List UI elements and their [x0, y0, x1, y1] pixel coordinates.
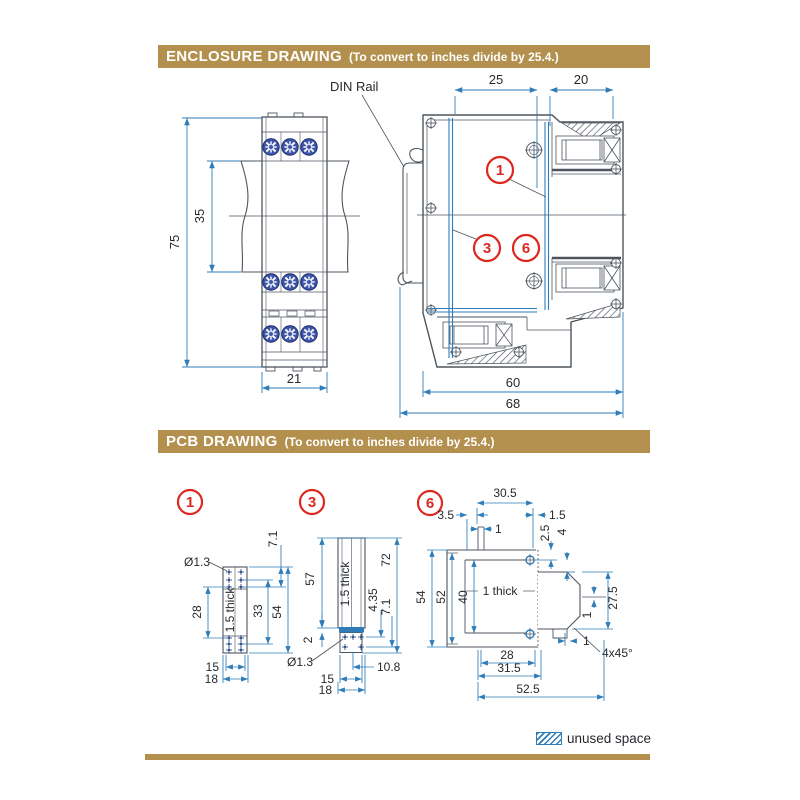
- dim-front-height-75: 75: [167, 117, 262, 368]
- pcb3-d72: 72: [379, 553, 393, 567]
- pcb-edge-lines: [427, 118, 550, 358]
- callout-1-number: 1: [496, 162, 504, 179]
- pcb6-d305: 30.5: [493, 486, 517, 500]
- dim-front-rail-35: 35: [192, 160, 241, 273]
- pcb1-hole-dia: Ø1.3: [184, 555, 210, 569]
- pcb3-d15: 15: [321, 672, 335, 686]
- pcb6-d315: 31.5: [497, 661, 521, 675]
- pcb1-d54: 54: [270, 605, 284, 619]
- enclosure-side-view: DIN Rail 1 3 6 25 20: [330, 72, 626, 418]
- pcb1-d28: 28: [190, 605, 204, 619]
- pcb6-d54: 54: [414, 590, 428, 604]
- pcb6-d1c: 1: [583, 634, 590, 648]
- dim-side-60: 60: [422, 312, 624, 418]
- callout-6: 6: [511, 233, 541, 263]
- terminal-block-mid-right: [524, 256, 623, 320]
- callout-6-number: 6: [522, 240, 530, 257]
- terminal-block-top-right: [524, 122, 623, 177]
- callout-3: 3: [452, 229, 502, 263]
- terminal-block-bottom-left: [437, 316, 571, 365]
- pcb3-d18: 18: [319, 683, 333, 697]
- dim-side-25: 25: [454, 72, 538, 188]
- pcb-drawing-banner: PCB DRAWING (To convert to inches divide…: [158, 430, 650, 453]
- callout-pcb-3: 3: [298, 488, 326, 516]
- pcb3-d2: 2: [301, 636, 315, 643]
- front-module-outline: [229, 112, 360, 372]
- pcb6-d4: 4: [555, 528, 569, 535]
- callout-pcb-3-number: 3: [308, 494, 316, 511]
- pcb-board-3: 3 1.5 thick 57 2 72 4.35: [287, 488, 402, 697]
- callout-1: 1: [485, 155, 547, 198]
- enclosure-front-view: 75 35 21: [167, 112, 360, 393]
- pcb6-mount-holes: [524, 554, 536, 640]
- callout-pcb-1: 1: [176, 488, 204, 516]
- pcb3-unused-space-bar: [339, 627, 364, 633]
- callout-3-number: 3: [483, 240, 491, 257]
- dim-label-25: 25: [489, 72, 503, 87]
- side-body-inner-lines: [417, 119, 626, 310]
- unused-space-legend: unused space: [536, 731, 651, 746]
- pcb6-d25: 2.5: [538, 524, 552, 541]
- pcb6-outline: [446, 526, 606, 648]
- pcb3-hole-dia: Ø1.3: [287, 655, 313, 669]
- enclosure-banner-note: (To convert to inches divide by 25.4.): [348, 49, 559, 64]
- pcb1-dims: Ø1.3 7.1 54 33 28 15 18: [184, 530, 293, 686]
- pcb6-d40: 40: [456, 590, 470, 604]
- callout-pcb-1-number: 1: [186, 494, 194, 511]
- pcb6-d28: 28: [500, 648, 514, 662]
- pcb-board-1: 1 1.5 thick Ø1.3 7.1 54: [176, 488, 293, 686]
- dim-label-60: 60: [506, 375, 520, 390]
- pcb1-d33: 33: [251, 604, 265, 618]
- dim-label-75: 75: [167, 235, 182, 249]
- pcb6-dims: 30.5 3.5 1 1.5 2.5 4 54 52 40: [414, 486, 633, 701]
- enclosure-banner-title: ENCLOSURE DRAWING: [166, 48, 342, 65]
- pcb6-d275: 27.5: [606, 586, 620, 610]
- pcb6-d35: 3.5: [437, 508, 454, 522]
- dim-label-35: 35: [192, 209, 207, 223]
- pcb6-d525: 52.5: [516, 682, 540, 696]
- din-rail-label: DIN Rail: [330, 79, 405, 168]
- dim-side-68: 68: [399, 287, 623, 418]
- pcb3-d57: 57: [303, 572, 317, 586]
- pcb3-d108: 10.8: [377, 660, 401, 674]
- callout-pcb-6: 6: [416, 489, 444, 517]
- pcb-board-6: 6 1 thick: [414, 486, 633, 701]
- pcb6-d15: 1.5: [549, 508, 566, 522]
- pcb3-dims: 57 2 72 4.35 7.1 Ø1.3 10.8 15 18: [287, 537, 402, 697]
- pcb6-chamfer: 4x45°: [602, 646, 633, 660]
- pcb6-d52: 52: [434, 590, 448, 604]
- pcb6-thickness: 1 thick: [483, 584, 519, 598]
- pcb1-d18: 18: [205, 672, 219, 686]
- enclosure-drawing-banner: ENCLOSURE DRAWING (To convert to inches …: [158, 45, 650, 68]
- din-rail-text: DIN Rail: [330, 79, 379, 94]
- unused-space-label: unused space: [567, 731, 652, 746]
- dim-label-20: 20: [574, 72, 588, 87]
- bottom-divider-rule: [145, 754, 650, 760]
- pcb1-d15: 15: [206, 660, 220, 674]
- pcb1-thickness: 1.5 thick: [223, 587, 237, 633]
- pcb1-d71: 7.1: [266, 530, 280, 547]
- pcb3-d71: 7.1: [379, 598, 393, 615]
- pcb6-d1b: 1: [580, 611, 594, 618]
- dim-label-21: 21: [287, 371, 301, 386]
- din-rail-side: [397, 148, 424, 286]
- callout-pcb-6-number: 6: [426, 495, 434, 512]
- pcb-banner-title: PCB DRAWING: [166, 433, 278, 450]
- dim-side-20: 20: [549, 72, 614, 126]
- pcb3-d435: 4.35: [366, 588, 380, 612]
- dim-front-width-21: 21: [261, 371, 328, 393]
- pcb-banner-note: (To convert to inches divide by 25.4.): [284, 434, 495, 449]
- pcb6-d1a: 1: [495, 522, 502, 536]
- dim-label-68: 68: [506, 396, 520, 411]
- pcb3-thickness: 1.5 thick: [338, 561, 352, 607]
- hatch-swatch: [536, 732, 562, 745]
